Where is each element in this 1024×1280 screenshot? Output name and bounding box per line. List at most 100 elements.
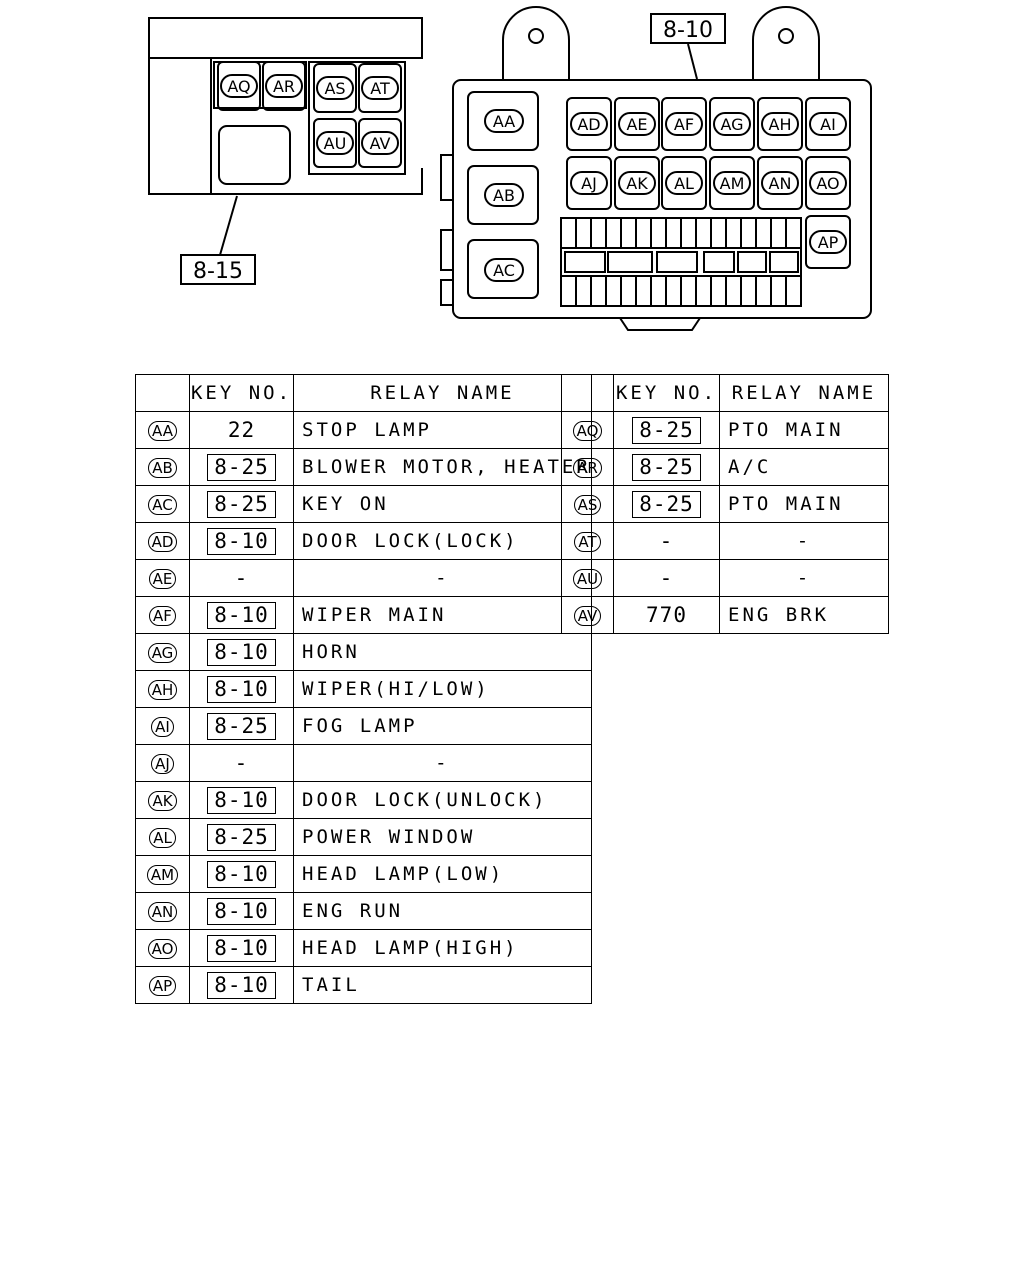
- relay-name-cell: -: [719, 522, 889, 560]
- relay-name-cell: POWER WINDOW: [293, 818, 592, 856]
- key-no-cell: 8-25: [613, 448, 720, 486]
- relay-name-cell: BLOWER MOTOR, HEATER: [293, 448, 592, 486]
- relay-id-badge: AF: [149, 606, 176, 626]
- relay-id-cell: AB: [135, 448, 190, 486]
- table-row: AU--: [561, 559, 889, 597]
- relay-id-badge: AM: [146, 865, 179, 885]
- relay-slot: [262, 61, 306, 111]
- relay-slot: [661, 156, 707, 210]
- svg-text:AV: AV: [370, 134, 391, 153]
- key-no-cell: 8-10: [189, 633, 294, 671]
- key-number-box: 8-10: [207, 971, 276, 999]
- key-no-cell: 8-25: [613, 485, 720, 523]
- key-number-box: 8-10: [207, 527, 276, 555]
- svg-text:AE: AE: [626, 115, 647, 134]
- relay-name-cell: PTO MAIN: [719, 411, 889, 449]
- svg-text:AG: AG: [720, 115, 743, 134]
- relay-oval: AP: [809, 230, 847, 254]
- relay-id-cell: AS: [561, 485, 614, 523]
- relay-oval: AD: [570, 112, 608, 136]
- key-no-cell: 8-25: [613, 411, 720, 449]
- svg-text:AM: AM: [720, 174, 745, 193]
- key-no-cell: 8-10: [189, 855, 294, 893]
- relay-name-header: RELAY NAME: [719, 374, 889, 412]
- relay-name-cell: -: [293, 744, 592, 782]
- key-no-cell: 22: [189, 411, 294, 449]
- relay-name-cell: ENG RUN: [293, 892, 592, 930]
- relay-name-cell: STOP LAMP: [293, 411, 592, 449]
- relay-id-badge: AK: [148, 791, 177, 811]
- relay-id-cell: AD: [135, 522, 190, 560]
- relay-slot: [805, 156, 851, 210]
- relay-slot: [566, 156, 612, 210]
- relay-slot: [661, 97, 707, 151]
- relay-id-badge: AI: [151, 717, 174, 737]
- key-number-box: 8-10: [207, 638, 276, 666]
- relay-id-cell: AQ: [561, 411, 614, 449]
- relay-name-header: RELAY NAME: [293, 374, 592, 412]
- relay-id-badge: AV: [573, 606, 602, 626]
- key-no-cell: 8-25: [189, 485, 294, 523]
- relay-oval: AQ: [220, 74, 258, 98]
- relay-slot: [566, 97, 612, 151]
- relay-id-cell: AA: [135, 411, 190, 449]
- key-no-cell: 8-25: [189, 818, 294, 856]
- relay-name-cell: WIPER MAIN: [293, 596, 592, 634]
- relay-id-cell: AI: [135, 707, 190, 745]
- relay-slot: [757, 97, 803, 151]
- right-header-row: KEY NO.RELAY NAME: [561, 374, 889, 412]
- relay-id-cell: AN: [135, 892, 190, 930]
- relay-slot: [358, 63, 402, 113]
- relay-id-cell: AK: [135, 781, 190, 819]
- key-no-cell: 8-10: [189, 522, 294, 560]
- relay-slot: [709, 156, 755, 210]
- relay-id-cell: AU: [561, 559, 614, 597]
- relay-name-cell: A/C: [719, 448, 889, 486]
- key-number: 770: [646, 603, 687, 627]
- key-no-cell: 8-25: [189, 448, 294, 486]
- relay-slot: [614, 156, 660, 210]
- relay-id-badge: AP: [148, 976, 177, 996]
- relay-oval: AU: [316, 131, 354, 155]
- key-no-cell: -: [613, 522, 720, 560]
- relay-slots: [217, 61, 851, 210]
- svg-text:AP: AP: [818, 233, 839, 252]
- svg-text:8-15: 8-15: [193, 259, 243, 284]
- relay-id-badge: AO: [147, 939, 178, 959]
- relay-id-cell: AG: [135, 633, 190, 671]
- table-row: AJ--: [135, 744, 592, 782]
- svg-text:8-10: 8-10: [663, 18, 713, 43]
- key-number-box: 8-25: [632, 490, 701, 518]
- relay-oval: AO: [809, 171, 847, 195]
- relay-id-cell: AR: [561, 448, 614, 486]
- relay-name-cell: KEY ON: [293, 485, 592, 523]
- relay-oval: AN: [761, 171, 799, 195]
- relay-name-cell: ENG BRK: [719, 596, 889, 634]
- svg-text:AT: AT: [370, 79, 390, 98]
- relay-slot: [217, 61, 261, 111]
- key-number-box: 8-25: [632, 416, 701, 444]
- relay-name-cell: HEAD LAMP(LOW): [293, 855, 592, 893]
- relay-id-badge: AQ: [572, 421, 603, 441]
- svg-text:AF: AF: [674, 115, 694, 134]
- relay-id-cell: AE: [135, 559, 190, 597]
- relay-slot: [709, 97, 755, 151]
- svg-text:AB: AB: [493, 186, 515, 205]
- relay-id-badge: AU: [572, 569, 603, 589]
- svg-text:AD: AD: [577, 115, 600, 134]
- key-no-cell: 8-10: [189, 929, 294, 967]
- relay-id-badge: AD: [147, 532, 178, 552]
- relay-oval: AV: [361, 131, 399, 155]
- key-number-box: 8-25: [207, 453, 276, 481]
- svg-text:AO: AO: [816, 174, 839, 193]
- key-no-cell: -: [613, 559, 720, 597]
- svg-text:AQ: AQ: [227, 77, 250, 96]
- key-number-box: 8-10: [207, 860, 276, 888]
